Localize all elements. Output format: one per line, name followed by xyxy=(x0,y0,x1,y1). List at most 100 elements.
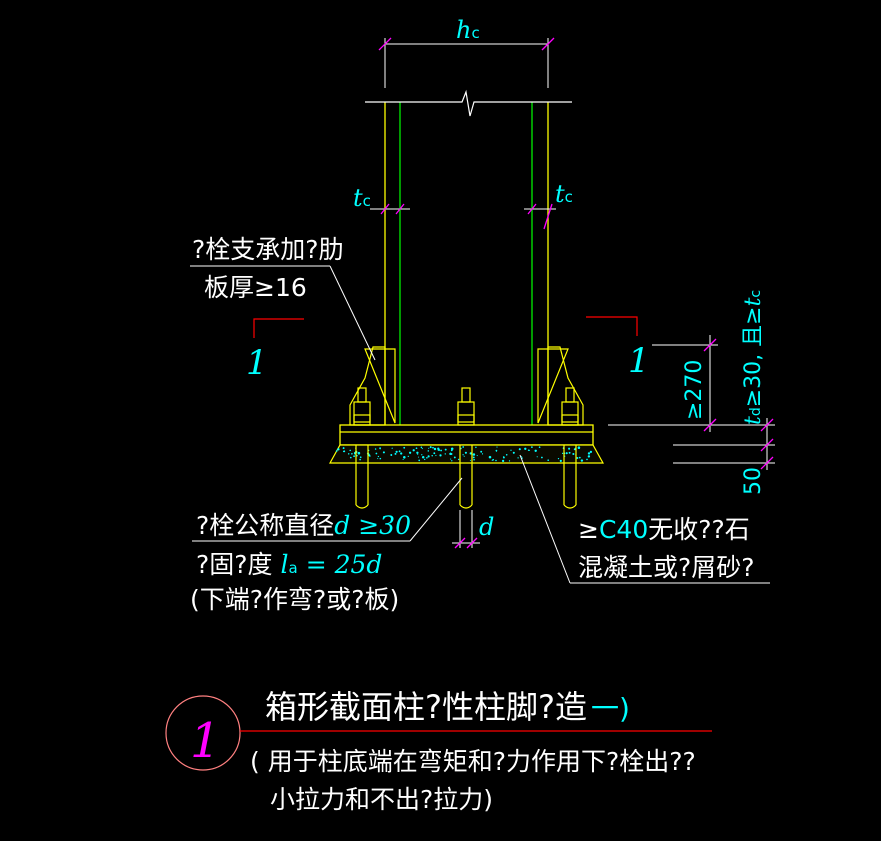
grout-speckle xyxy=(426,457,428,459)
grout-speckle xyxy=(536,456,538,458)
rib-leader xyxy=(190,265,376,361)
subtitle-line1: ( 用于柱底端在弯矩和?力作用下?栓出?? xyxy=(250,747,696,776)
column-section xyxy=(384,102,549,425)
bolt-label-line3: (下端?作弯?或?板) xyxy=(190,585,399,614)
grout-speckle xyxy=(440,449,443,452)
grout-speckle xyxy=(510,449,512,451)
grout-speckle xyxy=(501,459,505,463)
dim-50-label: 50 xyxy=(741,467,766,495)
subtitle-line2: 小拉力和不出?拉力) xyxy=(270,785,493,814)
break-line xyxy=(365,89,572,117)
grout-speckle xyxy=(418,459,421,462)
grout-speckle xyxy=(480,450,483,453)
grout-speckle xyxy=(538,446,541,449)
grout-speckle xyxy=(408,451,412,454)
grout-speckle xyxy=(391,447,393,449)
grout-speckle xyxy=(429,446,432,449)
grout-speckle xyxy=(417,456,420,458)
dim-270-label: ≥270 xyxy=(682,360,707,420)
dim-td-label: td≥30, 且≥tc xyxy=(741,290,766,425)
hc-dimension xyxy=(378,37,555,88)
grout-speckle xyxy=(435,454,437,457)
grout-speckle xyxy=(576,457,579,459)
grout-speckle xyxy=(561,452,564,454)
grout-speckle xyxy=(472,456,475,459)
base-plate xyxy=(339,424,594,446)
grout-speckle xyxy=(481,453,484,455)
grout-speckle xyxy=(349,449,351,452)
hc-label: hc xyxy=(456,16,480,44)
tc-right-dimension xyxy=(524,203,556,230)
grout-speckle xyxy=(424,458,426,461)
grout-speckle xyxy=(444,448,447,451)
column-inner-lines xyxy=(399,102,533,425)
grout-speckle xyxy=(402,458,404,461)
grout-speckle xyxy=(491,459,493,461)
grout-speckle xyxy=(475,446,477,449)
grout-speckle xyxy=(524,447,527,450)
grout-speckle xyxy=(382,451,385,454)
grout-speckle xyxy=(502,456,505,458)
d-label: d xyxy=(479,513,494,541)
grout-speckle xyxy=(450,458,452,460)
grout-speckle xyxy=(473,458,475,461)
grout-speckle xyxy=(421,448,423,450)
grout-speckle xyxy=(377,458,379,460)
grout-speckle xyxy=(565,452,568,455)
grout-speckle xyxy=(464,451,467,454)
tc-left-label: tc xyxy=(353,184,371,212)
grout-speckle xyxy=(476,455,478,457)
grout-speckle xyxy=(457,458,460,461)
grout-speckle xyxy=(573,448,576,451)
anchor-bolts xyxy=(353,387,579,509)
grout-speckle xyxy=(417,453,419,455)
tc-left-dimension xyxy=(370,203,410,215)
grout-speckle xyxy=(342,451,345,453)
section-mark-right-label: 1 xyxy=(628,341,650,381)
grout-speckle xyxy=(578,456,581,459)
grout-speckle xyxy=(379,447,381,450)
section-mark-right xyxy=(586,316,638,336)
grout-speckle xyxy=(496,446,498,448)
section-mark-left xyxy=(253,318,304,338)
grout-speckle xyxy=(521,455,523,458)
grout-speckle xyxy=(495,449,498,452)
grout-speckle xyxy=(439,454,442,457)
grout-speckle xyxy=(547,459,550,462)
grout-speckle xyxy=(403,456,406,459)
bolt-label-line1: ?栓公称直径d ≥30 xyxy=(196,511,411,540)
grout-speckle xyxy=(415,447,418,450)
rib-label-line2: 板厚≥16 xyxy=(204,273,307,302)
grout-speckle xyxy=(518,448,521,451)
grout-speckle xyxy=(433,447,437,451)
grout-speckle xyxy=(462,454,464,456)
grout-speckle xyxy=(432,446,434,449)
right-dimensions xyxy=(608,335,775,470)
grout-speckle xyxy=(359,456,362,459)
grout-speckle xyxy=(580,459,584,462)
grout-speckle xyxy=(559,459,562,462)
grout-speckle xyxy=(527,449,530,452)
grout-speckle xyxy=(377,455,380,458)
grout-speckle xyxy=(437,447,440,450)
grout-speckle xyxy=(368,454,371,457)
grout-speckle xyxy=(450,453,453,455)
grout-speckle xyxy=(568,451,571,454)
grout-speckle xyxy=(517,457,519,459)
grout-speckle xyxy=(403,446,406,449)
grout-speckle xyxy=(472,453,476,456)
section-mark-left-label: 1 xyxy=(246,343,268,383)
grout-speckle xyxy=(351,453,353,455)
grout-speckle xyxy=(508,460,511,462)
grout-speckle xyxy=(450,447,454,450)
grout-speckle xyxy=(379,457,382,460)
detail-number: 1 xyxy=(190,713,221,769)
grout-speckle xyxy=(353,455,355,458)
grout-speckle xyxy=(587,455,591,458)
grout-speckle xyxy=(335,450,338,452)
grout-speckle xyxy=(431,455,433,457)
detail-number-circle xyxy=(165,695,241,771)
